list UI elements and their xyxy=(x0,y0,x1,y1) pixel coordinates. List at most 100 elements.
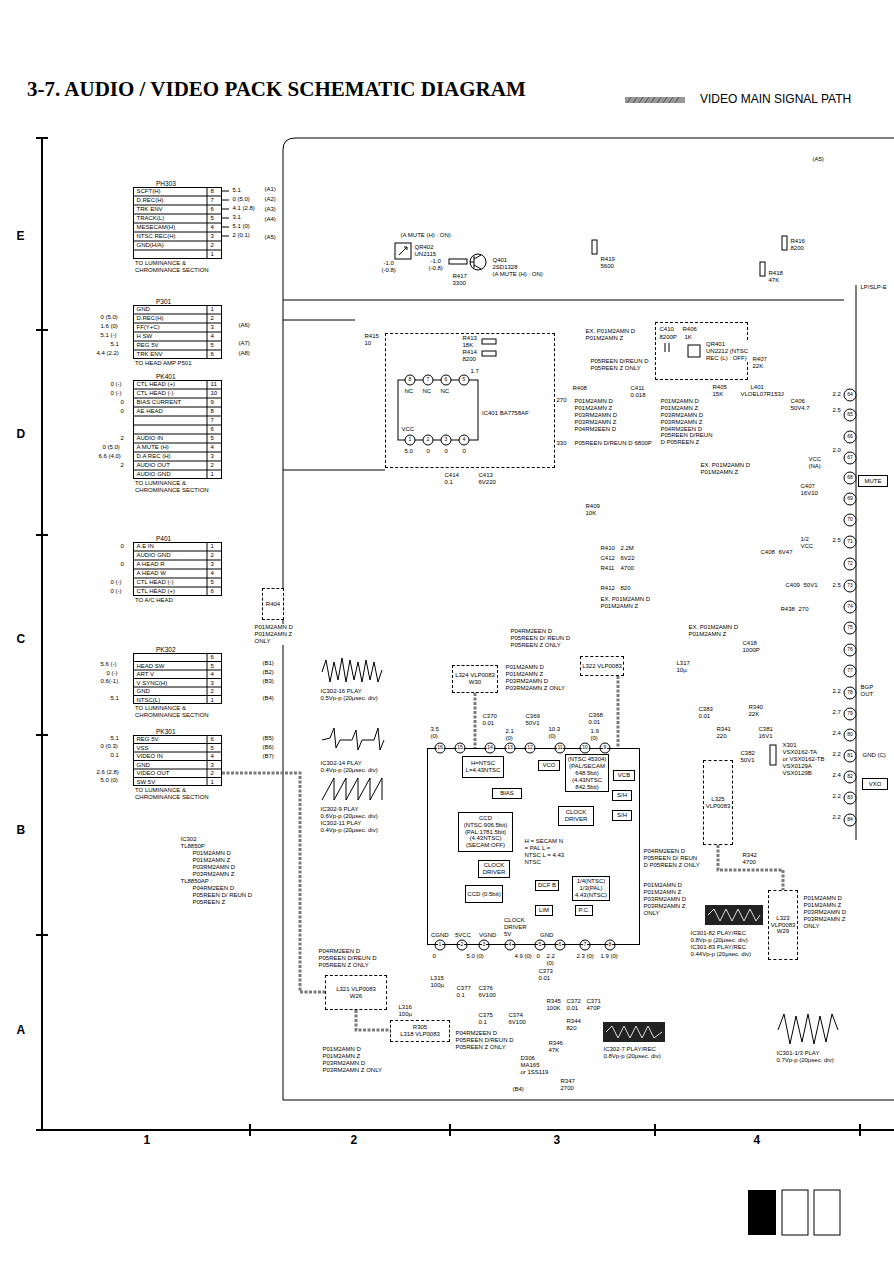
box-text: (NTSC 45304) (PAL/SECAM 648.5bit) (4.43N… xyxy=(567,756,607,790)
schematic-label: IC302 xyxy=(180,836,197,843)
schematic-label: 83 xyxy=(847,795,854,801)
schematic-label: 47K xyxy=(548,1047,560,1054)
pin-number: 1 xyxy=(210,306,214,313)
box-text: QR401 UN2212 (NTSC REC (L) : OFF) xyxy=(706,341,748,362)
schematic-label: 0 xyxy=(120,561,124,568)
box-text: P401 xyxy=(156,535,171,542)
schematic-label: 82 xyxy=(847,774,854,780)
schematic-label: 22K xyxy=(752,363,764,370)
schematic-label: 8200 xyxy=(462,356,476,363)
pin-number: 1 xyxy=(210,697,214,704)
pin-number: 8 xyxy=(210,408,214,415)
schematic-label: 1K xyxy=(684,334,692,341)
schematic-label: 1 xyxy=(438,942,442,948)
schematic-label: VSX0129A xyxy=(782,763,812,770)
schematic-label: C372 xyxy=(566,998,581,1005)
schematic-label: 2 xyxy=(426,437,430,443)
schematic-label: 18K xyxy=(462,342,474,349)
schematic-label: 6V47 xyxy=(778,549,793,556)
schematic-label: 5.1 (-) xyxy=(100,332,117,339)
coil-box: L324 VLP0083W30 xyxy=(452,665,498,693)
schematic-label: GND (C) xyxy=(862,752,891,759)
schematic-label: C413 xyxy=(478,472,493,479)
schematic-label: 4 xyxy=(508,942,512,948)
pin-name: NTSC(L) xyxy=(136,697,161,704)
schematic-label: 0.01 xyxy=(698,713,711,720)
schematic-label: 65 xyxy=(847,412,854,418)
grid-label: 2 xyxy=(350,1134,358,1148)
schematic-label: (A5) xyxy=(812,156,824,163)
schematic-label: 16V10 xyxy=(800,490,818,497)
schematic-label: TL8850P xyxy=(180,843,205,850)
connector: P401TO A/C HEAD xyxy=(133,542,222,596)
schematic-label: 2.5 xyxy=(832,407,841,414)
schematic-label: 0 (-) xyxy=(110,381,122,388)
schematic-label: 3 xyxy=(444,437,448,443)
schematic-label: P05REEN D/REUN D xyxy=(574,440,633,447)
pin-name: A HEAD W xyxy=(136,570,166,577)
box-text: TO LUMINANCE & CHROMINANCE SECTION xyxy=(135,787,230,801)
schematic-label: 0.1 xyxy=(110,752,119,759)
schematic-label: C381 xyxy=(758,726,773,733)
function-block: VCB xyxy=(613,770,635,781)
schematic-label: IC302-7 PLAY/REC xyxy=(603,1046,656,1053)
pin-number: 5 xyxy=(210,435,214,442)
schematic-label: (B4) xyxy=(262,695,274,702)
schematic-label: 2.7 xyxy=(832,709,841,716)
signal-path xyxy=(718,845,783,890)
schematic-label: 330 xyxy=(556,440,567,447)
connector: PK301TO LUMINANCE & CHROMINANCE SECTION xyxy=(133,735,222,786)
pin-name: A HEAD R xyxy=(136,561,165,568)
schematic-label: 1.7 xyxy=(470,368,479,375)
pin-number: 1 xyxy=(210,471,214,478)
pin-number: 2 xyxy=(210,462,214,469)
pin-number: 2 xyxy=(210,688,214,695)
schematic-label: 0.6Vp-p (20µsec. div) xyxy=(320,813,378,820)
schematic-label: P04RM2EEN D P05REEN D/ REUN D P05REEN Z … xyxy=(510,628,577,649)
schematic-label: 73 xyxy=(847,583,854,589)
schematic-label: C369 xyxy=(525,713,540,720)
pin-name: TRK ENV xyxy=(136,206,163,213)
pin-number: 4 xyxy=(210,671,214,678)
pin-name: CTL HEAD (-) xyxy=(136,579,174,586)
schematic-label: R342 xyxy=(742,852,757,859)
grid-label: E xyxy=(16,230,25,244)
schematic-label: 10K xyxy=(585,510,597,517)
schematic-label: 2.2 xyxy=(832,688,841,695)
schematic-label: 5.1 xyxy=(110,341,119,348)
coil-box: L322 VLP0083 xyxy=(580,656,624,676)
schematic-label: 4 xyxy=(462,437,466,443)
schematic-label: P01M2AMN D P01M2AMN Z P03RM2AMN D P03RM2… xyxy=(660,398,716,446)
schematic-label: 75 xyxy=(847,625,854,631)
schematic-label: 8 xyxy=(608,942,612,948)
schematic-label: 5.1 (0) xyxy=(232,223,250,230)
schematic-label: 6V100 xyxy=(508,1019,526,1026)
schematic-label: (B5) xyxy=(262,735,274,742)
schematic-label: (B7) xyxy=(262,753,274,760)
schematic-label: R411 xyxy=(600,565,615,572)
schematic-label: 0 xyxy=(120,543,124,550)
pin-number: 5 xyxy=(210,342,214,349)
schematic-label: 0 (5.0) xyxy=(232,196,250,203)
schematic-label: R416 xyxy=(790,238,805,245)
schematic-label: 5.1 xyxy=(232,187,241,194)
schematic-label: 0 xyxy=(444,448,448,455)
function-block: S/H xyxy=(612,810,632,821)
schematic-label: 270 xyxy=(556,397,567,404)
schematic-label: (A6) xyxy=(238,322,250,329)
schematic-label: 6800P xyxy=(634,440,652,447)
pin-name: AUDIO IN xyxy=(136,435,164,442)
schematic-label: 0.1 xyxy=(456,992,465,999)
schematic-label: P01M2AMN D P01M2AMN Z P03RM2AMN D P03RM2… xyxy=(803,895,852,929)
schematic-label: 7 xyxy=(583,942,587,948)
box-text: CCD (NTSC:906.5bit) (PAL:1781.5bit) (4.4… xyxy=(460,815,511,849)
schematic-label: 5.0 (0) xyxy=(100,777,118,784)
schematic-label: 80 xyxy=(847,732,854,738)
schematic-label: (B3) xyxy=(262,678,274,685)
schematic-label: 79 xyxy=(847,711,854,717)
pin-number: 4 xyxy=(210,224,214,231)
schematic-label: (A3) xyxy=(264,206,276,213)
schematic-label: L315 xyxy=(430,975,444,982)
schematic-label: C410 xyxy=(659,326,674,333)
schematic-label: 50V1 xyxy=(803,582,818,589)
